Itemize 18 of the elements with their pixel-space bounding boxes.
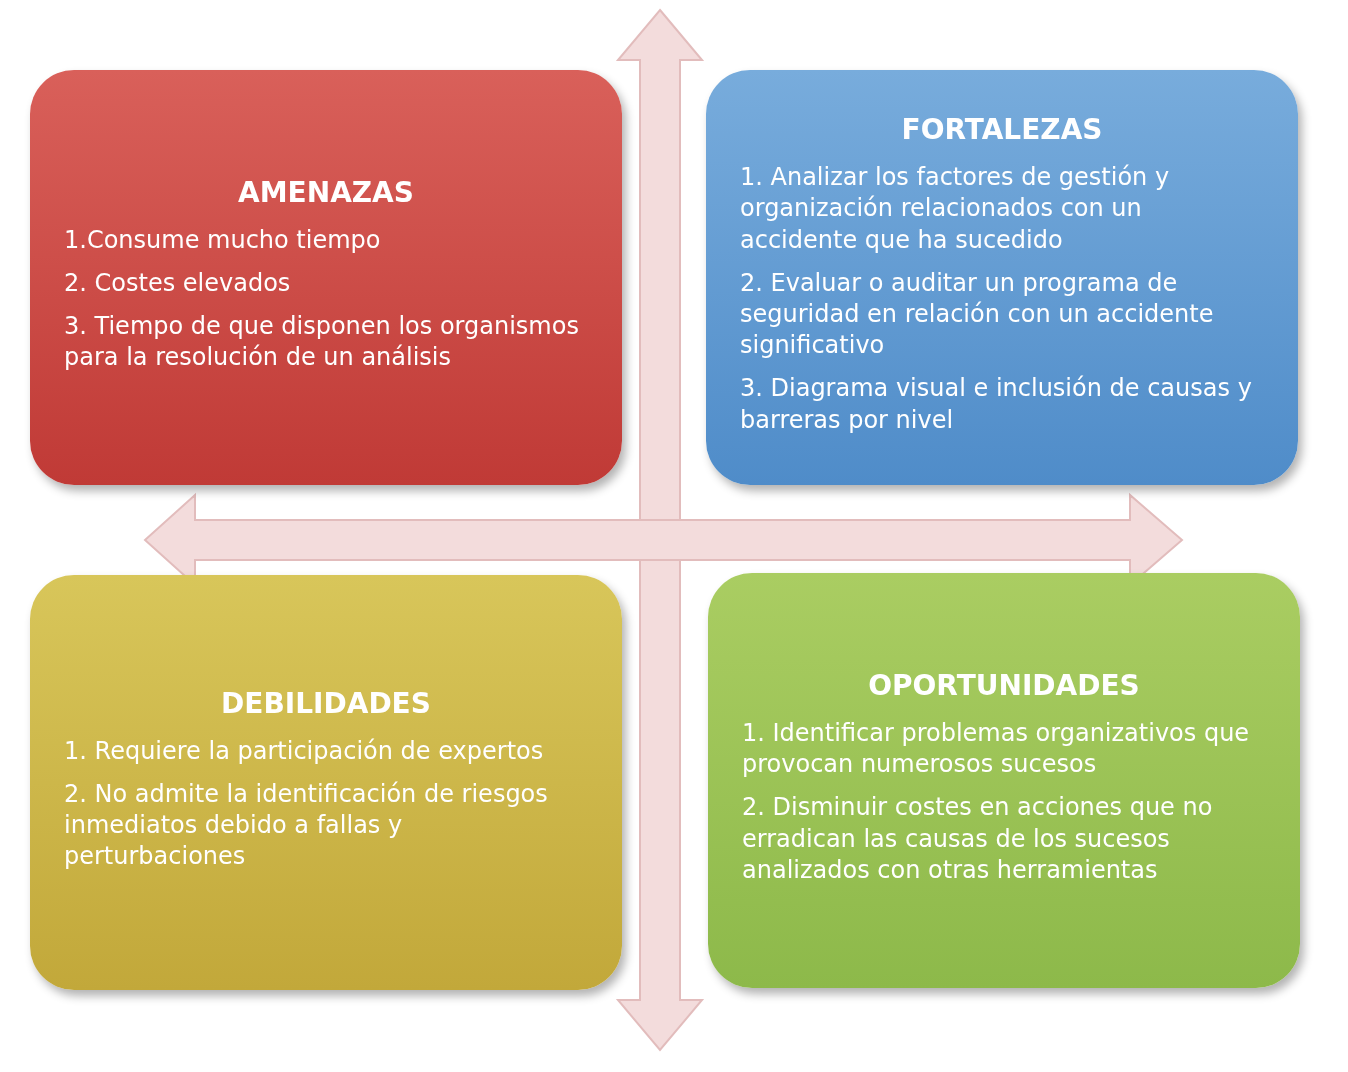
panel-heading: AMENAZAS (237, 175, 415, 209)
panel-heading: OPORTUNIDADES (867, 669, 1141, 703)
list-item: 2. No admite la identificación de riesgos inmediatos debido a fallas y perturbaciones (64, 778, 549, 873)
weaknesses-panel (30, 575, 622, 990)
list-item: 3. Tiempo de que disponen los organismos para la resolución de un análisis (64, 311, 580, 374)
list-item: 3. Diagrama visual e inclusión de causas y barreras por nivel (740, 373, 1253, 436)
strengths-panel (706, 70, 1298, 485)
opportunities-panel (708, 573, 1300, 988)
panel-heading: FORTALEZAS (900, 113, 1104, 147)
list-item: 1.Consume mucho tiempo (64, 224, 382, 256)
list-item: 2. Costes elevados (64, 267, 292, 299)
list-item: 1. Identificar problemas organizativos que provocan numerosos sucesos (742, 718, 1251, 781)
list-item: 1. Requiere la participación de expertos (64, 735, 545, 767)
list-item: 1. Analizar los factores de gestión y organización relacionados con un accidente que ha sucedido (740, 162, 1171, 256)
threats-panel (30, 70, 622, 485)
list-item: 2. Evaluar o auditar un programa de seguridad en relación con un accidente significativo (740, 267, 1215, 362)
panel-heading: DEBILIDADES (220, 686, 432, 720)
list-item: 2. Disminuir costes en acciones que no erradican las causas de los sucesos analizados con otras herramientas (742, 792, 1214, 886)
